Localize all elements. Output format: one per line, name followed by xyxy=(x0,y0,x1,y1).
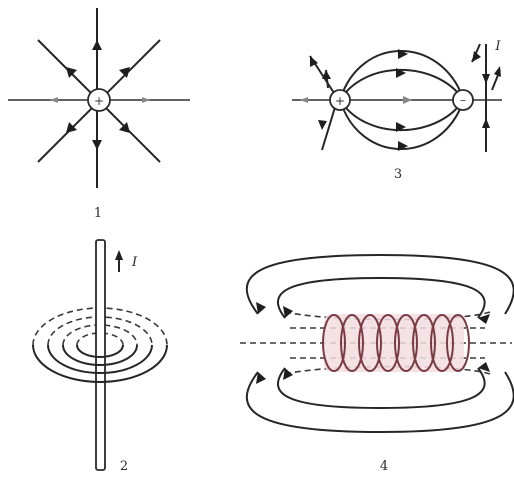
panel-label-4: 4 xyxy=(380,459,388,474)
loop-arrow-top-right xyxy=(478,314,490,324)
ring-front-1 xyxy=(32,344,168,383)
arrow-lower-right xyxy=(119,122,130,133)
arc-arrow-4 xyxy=(398,141,408,151)
arrow-lower-left xyxy=(66,122,77,133)
ring-back-4 xyxy=(76,332,124,346)
panel-2-wire-field: I 2 xyxy=(32,239,168,474)
axis-arrow-mid xyxy=(403,96,412,104)
panel-4-solenoid-field: 4 xyxy=(240,253,514,474)
negative-sign: – xyxy=(460,93,466,107)
point-charge-circle xyxy=(87,88,111,112)
solenoid-coil-turns xyxy=(322,314,470,372)
incoming-arrow-top xyxy=(482,74,490,84)
outer-loop-top-1 xyxy=(245,253,514,315)
panel-3-current-label: I xyxy=(494,39,501,54)
plus-sign: + xyxy=(94,94,104,108)
panel-1-radial-field: + 1 xyxy=(8,8,190,221)
positive-charge-circle xyxy=(329,89,351,111)
dipole-arc-outer-top xyxy=(339,50,464,101)
outer-loop-bottom-1 xyxy=(245,371,514,434)
ring-front-4 xyxy=(76,344,124,358)
outgoing-arrow-down xyxy=(318,120,327,130)
incoming-arrow-bottom xyxy=(482,118,490,128)
inner-dashed-bottom xyxy=(284,365,491,375)
loop-arrow-top-left xyxy=(256,302,266,314)
outer-loop-top-2 xyxy=(276,276,486,319)
axis-arrow-left xyxy=(300,97,308,103)
loop-arrow-bottom-right xyxy=(478,362,490,372)
arrow-upper-left xyxy=(66,67,77,78)
dipole-arc-inner-bottom xyxy=(339,99,464,131)
arc-arrow-2 xyxy=(396,68,406,78)
dipole-arc-outer-bottom xyxy=(339,99,464,150)
inner-dashed-top xyxy=(284,311,491,321)
ring-front-2 xyxy=(47,344,153,374)
wire-current-label: I xyxy=(131,255,138,270)
panel-label-2: 2 xyxy=(120,459,128,474)
current-arrow-head xyxy=(115,250,123,260)
ring-front-3 xyxy=(62,344,138,366)
loop-arrow-bottom-left-inner xyxy=(283,368,293,380)
arrow-left-small xyxy=(50,97,58,103)
arc-arrow-3 xyxy=(396,122,406,132)
arrow-up xyxy=(92,40,102,50)
straight-wire xyxy=(95,239,106,471)
arrow-upper-right xyxy=(119,67,130,78)
panel-3-dipole-field: + – I 3 xyxy=(292,39,502,182)
incoming-arrow-diag xyxy=(472,51,481,62)
outgoing-arrow-short xyxy=(322,70,331,79)
loop-arrow-bottom-left xyxy=(256,372,266,384)
negative-charge-circle xyxy=(452,89,474,111)
loop-arrow-top-left-inner xyxy=(283,306,293,318)
positive-sign: + xyxy=(335,94,345,108)
outer-loop-bottom-2 xyxy=(276,367,486,410)
outgoing-arrow-up xyxy=(310,56,318,67)
panel-label-3: 3 xyxy=(394,167,402,182)
panel-label-1: 1 xyxy=(94,206,102,221)
dipole-arc-inner-top xyxy=(339,69,464,101)
arrow-right-small xyxy=(142,97,150,103)
arrow-down xyxy=(92,140,102,150)
outgoing-line-down xyxy=(321,103,337,151)
current-indicator-arrow xyxy=(494,66,501,77)
arc-arrow-1 xyxy=(398,49,408,59)
